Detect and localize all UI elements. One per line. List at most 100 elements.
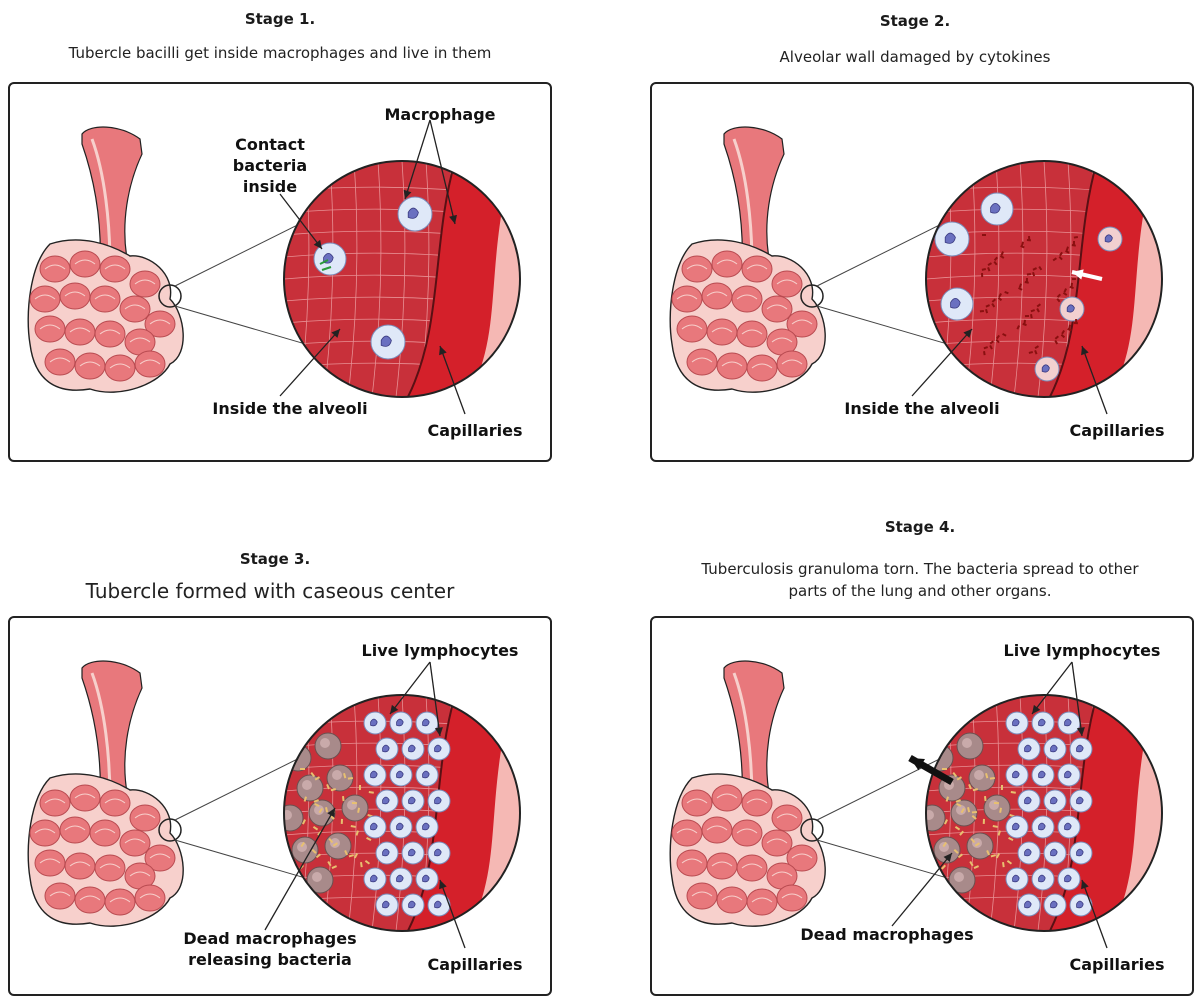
- alveolus-texture: [791, 853, 813, 859]
- alveolus-texture: [129, 337, 151, 343]
- alveolus-texture: [74, 259, 96, 265]
- dead-macrophage-highlight: [314, 805, 324, 815]
- released-bacteria: [310, 771, 316, 778]
- arrow-inside-alveoli-head: [331, 329, 340, 338]
- alveolus: [706, 318, 738, 346]
- zoom-line-bottom: [174, 305, 326, 351]
- magnified-contents: [284, 161, 520, 397]
- stage-1-panel: Contact bacteria inside Macrophage Insid…: [8, 82, 552, 462]
- alveolus-texture: [139, 359, 161, 365]
- alveolus: [59, 282, 91, 310]
- alveolus: [716, 352, 748, 380]
- alveolus: [39, 255, 71, 283]
- stage-4-illustration: [669, 660, 1163, 949]
- alveolus-texture: [134, 813, 156, 819]
- alveolus-texture: [681, 324, 703, 330]
- cytokine: [989, 340, 995, 345]
- alveolus: [99, 789, 131, 817]
- cytokine: [1000, 251, 1004, 256]
- alveolus: [44, 348, 76, 376]
- magnified-circle-border: [283, 694, 521, 932]
- released-bacteria: [1008, 837, 1014, 842]
- cytokine: [991, 303, 996, 308]
- alveolus-texture: [721, 361, 743, 367]
- alveolus: [129, 270, 161, 298]
- stage-3-panel: Live lymphocytes Dead macrophages releas…: [8, 616, 552, 996]
- released-bacteria: [332, 842, 338, 847]
- released-bacteria: [311, 849, 317, 854]
- live-lymphocyte-nucleus: [1064, 718, 1072, 727]
- live-lymphocyte-nucleus: [1038, 770, 1046, 779]
- live-lymphocyte-nucleus: [396, 822, 404, 831]
- arrow-macrophage-1-head: [403, 189, 412, 199]
- live-lymphocyte-nucleus: [396, 874, 404, 883]
- zoom-target-circle: [158, 284, 182, 308]
- arrow-inside-alveoli-head: [963, 329, 972, 338]
- live-lymphocyte-nucleus: [408, 848, 416, 857]
- alveolus: [746, 354, 778, 382]
- zoom-lines: [816, 213, 968, 351]
- alveolus-texture: [34, 828, 56, 834]
- alveolus-texture: [79, 361, 101, 367]
- magnified-circle-border: [925, 160, 1163, 398]
- released-bacteria: [986, 850, 991, 856]
- released-bacteria: [348, 854, 354, 858]
- cytokine: [1052, 257, 1058, 262]
- cytokine: [1063, 288, 1067, 293]
- arrow-capillaries-head: [439, 880, 447, 890]
- alveolus: [676, 849, 708, 877]
- alveolus-texture: [776, 279, 798, 285]
- alveolus: [74, 886, 106, 914]
- alveolus-texture: [716, 259, 738, 265]
- released-bacteria: [312, 826, 319, 831]
- stage-2-panel: Inside the alveoli Capillaries: [650, 82, 1194, 462]
- alveolus-texture: [134, 279, 156, 285]
- alveolus: [706, 852, 738, 880]
- released-bacteria: [328, 838, 334, 844]
- arrow-dead-macrophages-head: [943, 853, 952, 863]
- tissue-gridline: [371, 161, 382, 397]
- zoom-line-top: [816, 747, 962, 821]
- released-bacteria: [993, 802, 999, 805]
- alveolus: [736, 320, 768, 348]
- released-bacteria: [314, 803, 320, 807]
- alveolus: [701, 816, 733, 844]
- live-lymphocyte-nucleus: [382, 900, 390, 909]
- released-bacteria: [315, 853, 322, 859]
- cytokine: [1023, 319, 1026, 324]
- released-bacteria: [985, 773, 989, 779]
- released-bacteria: [331, 865, 338, 869]
- alveolus-texture: [94, 294, 116, 300]
- live-lymphocyte-nucleus: [408, 900, 416, 909]
- live-lymphocyte-nucleus: [422, 770, 430, 779]
- alveolus-texture: [139, 893, 161, 899]
- alveolus-texture: [124, 838, 146, 844]
- stage-2-illustration: [669, 126, 1163, 415]
- alveolus-texture: [766, 838, 788, 844]
- released-bacteria: [990, 854, 996, 858]
- cytokine: [1028, 236, 1031, 241]
- alveolus-texture: [64, 291, 86, 297]
- zoom-lines: [174, 213, 326, 351]
- alveolus-texture: [69, 327, 91, 333]
- live-lymphocyte-nucleus: [1064, 874, 1072, 883]
- dead-macrophage-highlight: [302, 780, 312, 790]
- macrophage-nucleus: [990, 203, 1001, 214]
- cytokine: [1028, 351, 1033, 354]
- released-bacteria: [972, 788, 978, 792]
- alveolus-texture: [99, 863, 121, 869]
- alveolus: [129, 804, 161, 832]
- magnified-circle-border: [925, 694, 1163, 932]
- cytokine: [1034, 350, 1038, 355]
- arrow-contact-bacteria-head: [313, 239, 322, 249]
- cytokine: [1002, 332, 1007, 337]
- released-bacteria: [970, 838, 976, 844]
- stage-3-description: Tubercle formed with caseous center: [85, 579, 455, 603]
- label-live-lymphocytes: Live lymphocytes: [361, 641, 519, 660]
- live-lymphocyte-nucleus: [1064, 822, 1072, 831]
- cytokine: [1036, 303, 1041, 308]
- alveolus: [711, 250, 743, 278]
- alveolus: [69, 250, 101, 278]
- alveolus: [119, 829, 151, 857]
- alveolus: [74, 352, 106, 380]
